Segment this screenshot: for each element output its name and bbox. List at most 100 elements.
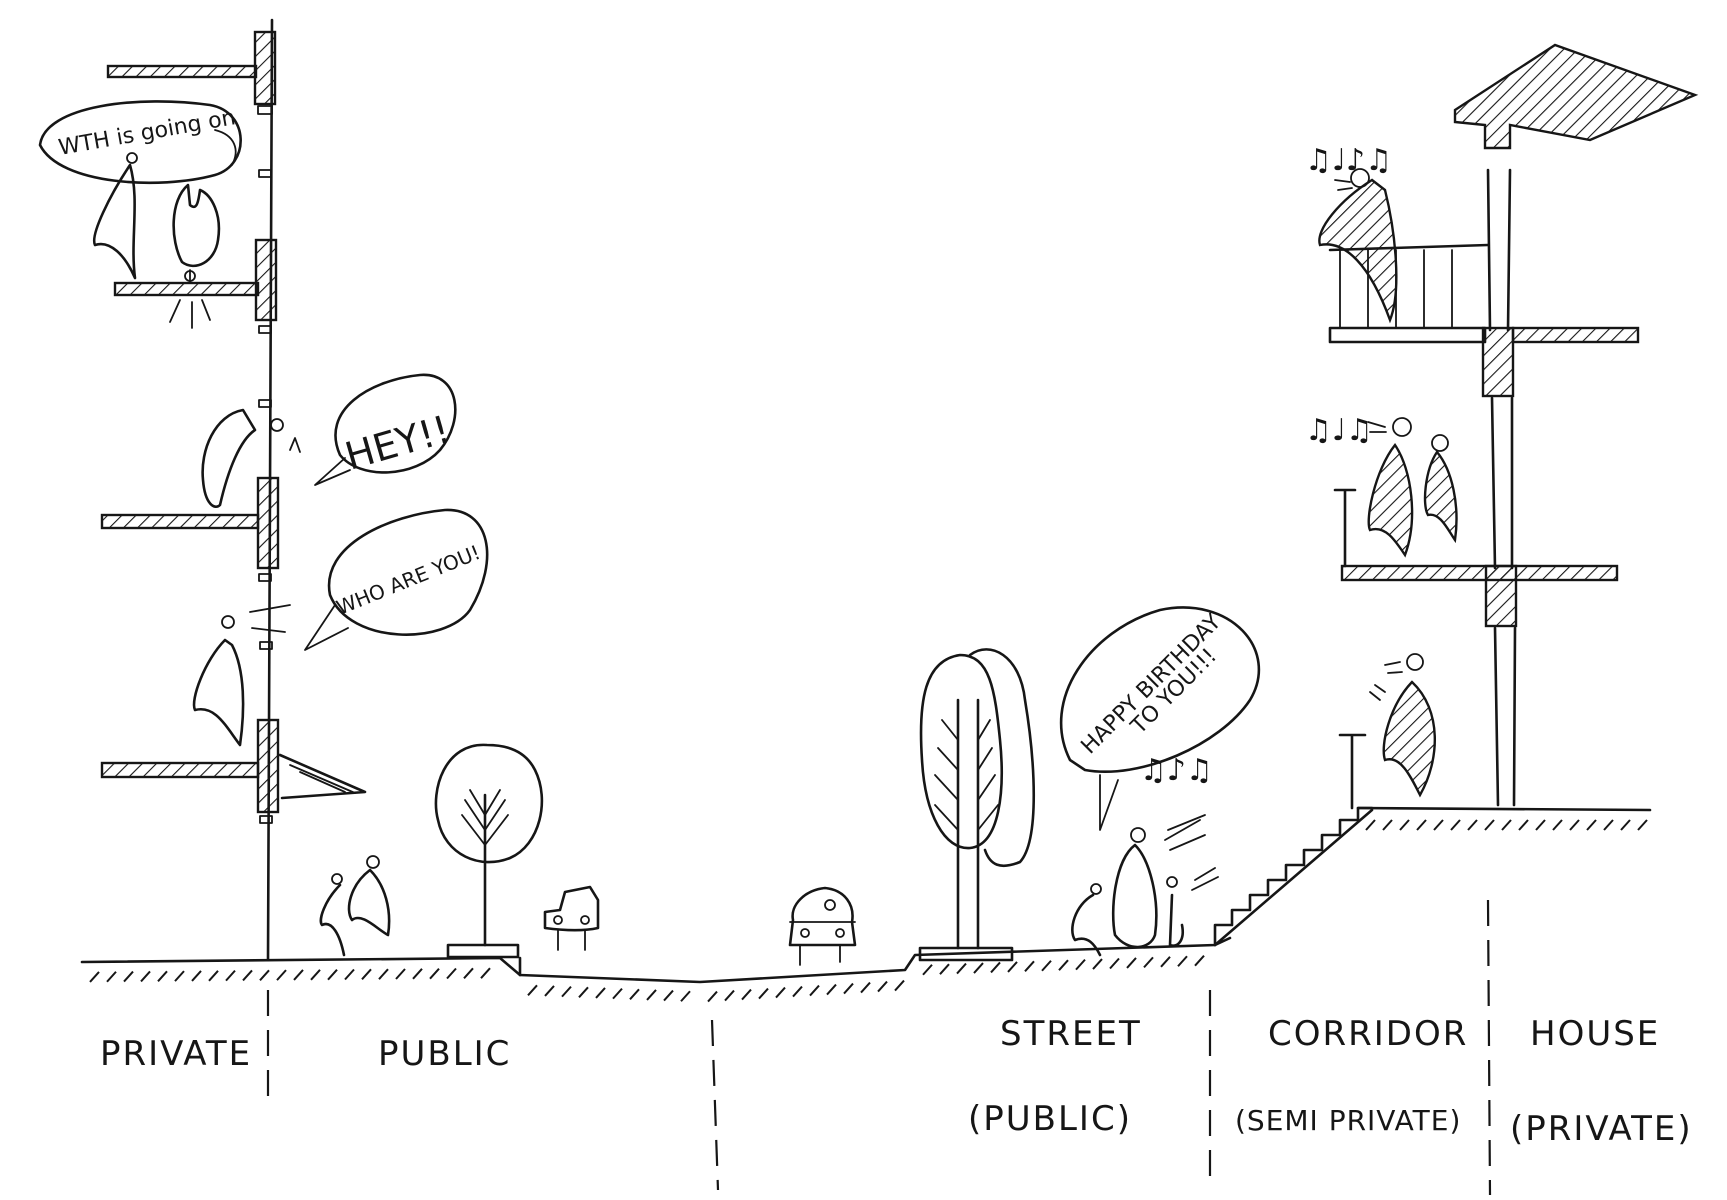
ground-hatch-tick: [612, 987, 623, 1000]
speech-hey-text: HEY!!: [340, 407, 454, 479]
ground-hatch-tick: [544, 985, 555, 997]
ground-hatch-tick: [208, 970, 219, 982]
ground-hatch-tick: [680, 990, 691, 1002]
ground-hatch-tick: [1467, 819, 1478, 831]
ground-hatch-tick: [561, 985, 572, 998]
ground-hatch-tick: [724, 989, 735, 1002]
svg-text:♫♪♫: ♫♪♫: [1140, 753, 1213, 788]
speech-bubble-who: WHO ARE YOU!: [304, 508, 489, 651]
ground-hatch-tick: [758, 987, 769, 1000]
ground-hatch-tick: [327, 968, 338, 981]
ground-hatch-tick: [1450, 819, 1461, 831]
ground-hatch-tick: [1620, 819, 1631, 831]
ground-hatch-tick: [973, 962, 984, 974]
speech-top-text: WTH is going on: [57, 105, 238, 161]
ground-hatch-tick: [242, 969, 253, 982]
ground-hatch-tick: [843, 982, 854, 995]
ground-hatch-tick: [527, 984, 538, 996]
label-private-left: PRIVATE: [100, 1034, 252, 1074]
ceiling-lamp: [169, 269, 211, 329]
ground-hatch-tick: [378, 968, 389, 980]
ground-hatch-tick: [1501, 819, 1512, 831]
car-middle: [788, 886, 857, 966]
ground-hatch-tick: [1177, 955, 1188, 967]
ground-hatch-tick: [646, 989, 657, 1001]
ground-hatch-tick: [259, 969, 270, 981]
ground-hatch-tick: [894, 979, 905, 992]
ground-hatch-tick: [1007, 961, 1018, 973]
ground-hatch-tick: [446, 967, 457, 980]
ground-hatch-tick: [595, 987, 606, 999]
figures-street: ♫♪♫: [1071, 753, 1219, 957]
ground-hatch-tick: [1416, 819, 1427, 831]
ground-hatch-tick: [412, 968, 423, 980]
label-street: STREET: [1000, 1014, 1142, 1054]
ground-hatch-tick: [1603, 819, 1614, 831]
ground-hatch-tick: [775, 986, 786, 999]
label-street-sub: (PUBLIC): [968, 1099, 1132, 1139]
ground-hatch-tick: [826, 983, 837, 996]
ground-hatch-tick: [1637, 819, 1648, 831]
label-house: HOUSE: [1530, 1014, 1660, 1054]
speech-who-text: WHO ARE YOU!: [333, 540, 484, 620]
ground-hatch-tick: [1518, 819, 1529, 831]
ground-hatch-tick: [1484, 819, 1495, 831]
ground-hatch-tick: [1024, 960, 1035, 973]
ground-hatch-tick: [310, 969, 321, 981]
svg-text:♫♩♪♫: ♫♩♪♫: [1305, 143, 1392, 178]
ground-hatch-tick: [1194, 954, 1205, 967]
ground-hatch-tick: [1569, 819, 1580, 831]
svg-text:♫♩♫: ♫♩♫: [1305, 413, 1373, 448]
ground-hatch-tick: [174, 970, 185, 982]
ground-hatch-tick: [1535, 819, 1546, 831]
ground-hatch-tick: [877, 980, 888, 993]
label-house-sub: (PRIVATE): [1510, 1109, 1693, 1149]
ground-hatch-tick: [293, 969, 304, 981]
pedestrians-left: [319, 855, 391, 957]
speech-birthday-line1: HAPPY BIRTHDAY: [1077, 609, 1227, 759]
ground-hatch-tick: [990, 961, 1001, 974]
figures-house: ♫♩♪♫ ♫♩♫: [1305, 143, 1458, 798]
ground-hatch-tick: [429, 968, 440, 980]
ground-hatch-tick: [1160, 956, 1171, 968]
figure-hey: [201, 408, 301, 509]
stairs: [1213, 806, 1652, 947]
car-left: [543, 885, 600, 951]
ground-hatch-tick: [956, 962, 967, 975]
ground-hatch-tick: [1586, 819, 1597, 831]
tree-left: [434, 743, 544, 959]
ground-hatch-tick: [1109, 957, 1120, 970]
zone-dividers: [266, 899, 1492, 1196]
ground-hatch-tick: [395, 968, 406, 980]
ground-hatch-tick: [1552, 819, 1563, 831]
ground-hatch-tick: [578, 986, 589, 998]
zone-labels: PRIVATE PUBLIC STREET (PUBLIC) CORRIDOR …: [100, 1014, 1693, 1149]
ground-hatch-tick: [89, 971, 100, 983]
speech-bubble-top: WTH is going on: [38, 100, 242, 185]
ground-hatch-tick: [1075, 958, 1086, 971]
ground-hatch-tick: [1126, 957, 1137, 969]
ground-hatch-tick: [792, 985, 803, 998]
ground-hatch-tick: [1143, 956, 1154, 969]
ground-hatch-tick: [191, 970, 202, 982]
right-house: [1328, 43, 1699, 810]
ground-hatch-tick: [922, 964, 933, 976]
ground-hatch-tick: [939, 963, 950, 975]
label-corridor: CORRIDOR: [1268, 1014, 1468, 1054]
tree-middle: [918, 648, 1036, 962]
ground-hatching: [89, 819, 1648, 1003]
ground-hatch-tick: [157, 970, 168, 982]
ground-hatch-tick: [1433, 819, 1444, 831]
ground-hatch-tick: [707, 990, 718, 1003]
ground-hatch-tick: [1399, 819, 1410, 831]
ground-hatch-tick: [663, 989, 674, 1002]
speech-bubble-hey: HEY!!: [314, 373, 457, 486]
ground-hatch-tick: [106, 971, 117, 983]
ground-hatch-tick: [361, 968, 372, 980]
ground-hatch-tick: [1092, 958, 1103, 970]
left-building: [100, 18, 367, 962]
figure-who: [192, 604, 291, 747]
ground-hatch-tick: [1365, 819, 1376, 831]
figures-top-floor: [92, 152, 221, 280]
